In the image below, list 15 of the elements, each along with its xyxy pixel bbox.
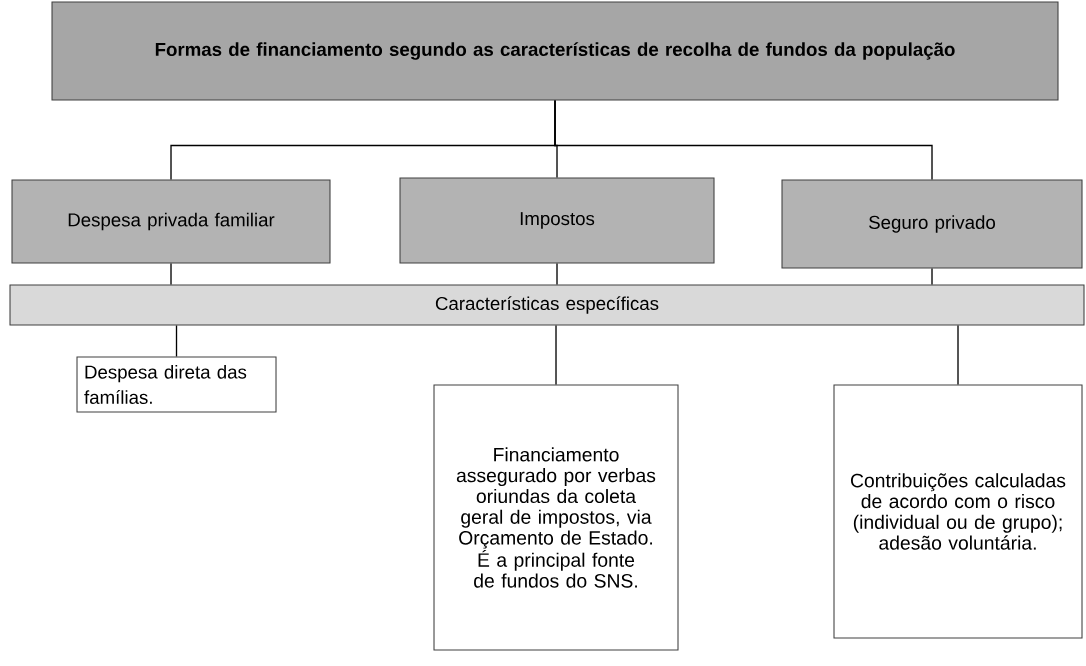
title-box: Formas de financiamento segundo as características de recolha de fundos da população: [51, 1, 1059, 101]
description-box: Despesa direta das famílias.: [76, 356, 277, 413]
connector-line: [175, 324, 178, 358]
connector-line: [556, 262, 558, 286]
connector-line: [554, 99, 933, 181]
category-box: Seguro privado: [781, 179, 1083, 269]
category-box: Impostos: [399, 177, 715, 264]
category-box: Despesa privada familiar: [11, 179, 331, 264]
band-box: Características específicas: [9, 284, 1085, 326]
description-box: Financiamento assegurado por verbas oriundas da coleta geral de impostos, via Orçamento de Estado. É a principal fonte de fundos do SNS.: [433, 384, 679, 651]
connector-line: [170, 262, 172, 286]
description-box: Contribuições calculadas de acordo com o risco (individual ou de grupo); adesão voluntária.: [833, 384, 1083, 639]
connector-line: [555, 324, 557, 386]
connector-line: [931, 267, 933, 286]
connector-line: [957, 324, 959, 386]
